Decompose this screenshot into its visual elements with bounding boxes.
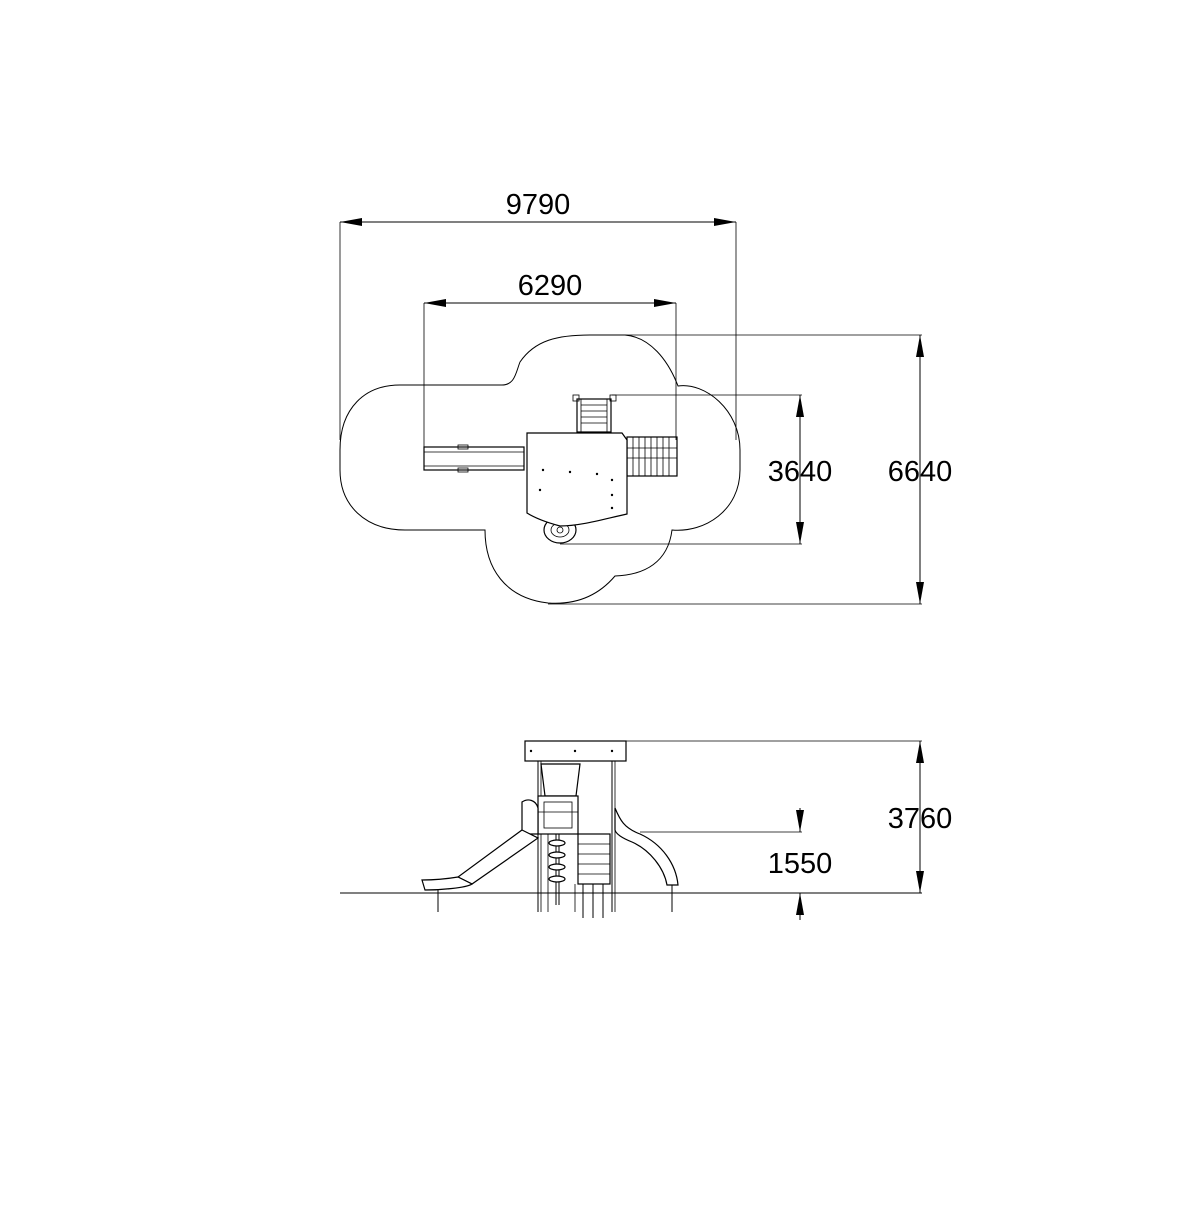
platform-height-label: 1550 — [768, 848, 833, 880]
dimension-platform-height: 1550 — [640, 808, 832, 920]
tower-panel — [537, 795, 579, 835]
roof-elevation — [524, 740, 627, 762]
overall-width-label: 9790 — [506, 189, 571, 221]
ladder-plan — [572, 394, 617, 433]
climbing-frame-plan — [626, 436, 678, 477]
roof-plan — [526, 432, 628, 527]
overall-height-label: 3760 — [888, 803, 953, 835]
plan-view: 9790 6290 3640 6640 — [339, 189, 953, 605]
dimension-overall-depth: 6640 — [548, 334, 953, 605]
ladder-elevation — [574, 833, 611, 918]
dimension-overall-width: 9790 — [339, 189, 737, 440]
safety-zone-outline — [339, 334, 741, 604]
slide-elevation — [421, 799, 540, 912]
elevation-view: 3760 1550 — [340, 740, 953, 920]
overall-depth-label: 6640 — [888, 456, 953, 488]
dimension-inner-depth: 3640 — [560, 394, 833, 545]
inner-width-label: 6290 — [518, 270, 583, 302]
dimension-overall-height: 3760 — [626, 740, 953, 893]
dimension-inner-width: 6290 — [423, 270, 677, 450]
curved-slide-elevation — [614, 807, 679, 912]
climbing-pole — [547, 834, 566, 912]
slide-plan — [423, 444, 525, 473]
inner-depth-label: 3640 — [768, 456, 833, 488]
